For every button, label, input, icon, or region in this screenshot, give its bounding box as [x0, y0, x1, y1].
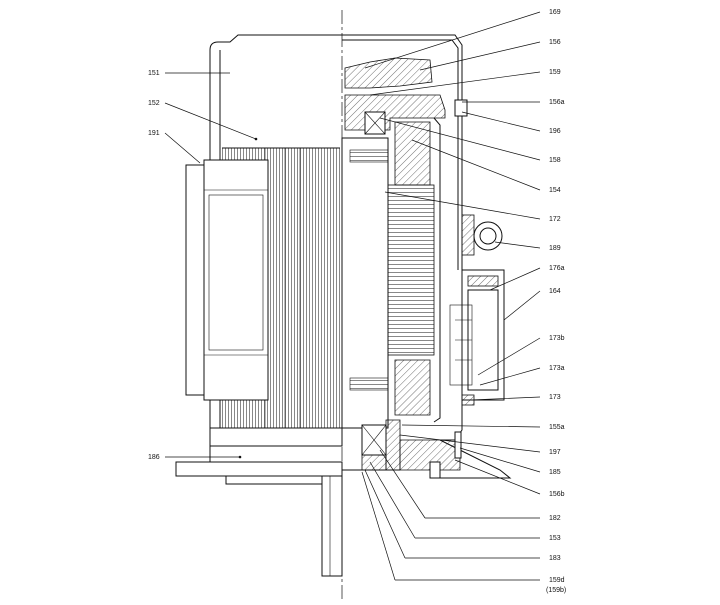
- label-182: 182: [549, 515, 561, 522]
- label-191: 191: [148, 130, 160, 137]
- label-159d: 159d: [549, 577, 565, 584]
- label-172: 172: [549, 216, 561, 223]
- label-189: 189: [549, 245, 561, 252]
- label-164: 164: [549, 288, 561, 295]
- label-156a: 156a: [549, 99, 565, 106]
- label-156: 156: [549, 39, 561, 46]
- label-158: 158: [549, 157, 561, 164]
- part-labels-left: 151 152 191 186: [148, 70, 160, 461]
- label-154: 154: [549, 187, 561, 194]
- motor-housing-exterior: [175, 34, 343, 577]
- label-159b: (159b): [546, 587, 566, 594]
- label-186: 186: [148, 454, 160, 461]
- label-185: 185: [549, 469, 561, 476]
- label-173a: 173a: [549, 365, 565, 372]
- label-151: 151: [148, 70, 160, 77]
- label-197: 197: [549, 449, 561, 456]
- label-159: 159: [549, 69, 561, 76]
- motor-section-interior: [341, 34, 512, 479]
- leader-lines-right: [361, 11, 541, 581]
- label-152: 152: [148, 100, 160, 107]
- label-173: 173: [549, 394, 561, 401]
- label-155a: 155a: [549, 424, 565, 431]
- part-labels-right: 169 156 159 156a 196 158 154 172 189 176…: [546, 9, 566, 594]
- label-183: 183: [549, 555, 561, 562]
- leader-lines-left: [164, 72, 258, 459]
- label-176a: 176a: [549, 265, 565, 272]
- label-153: 153: [549, 535, 561, 542]
- label-196: 196: [549, 128, 561, 135]
- label-173b: 173b: [549, 335, 565, 342]
- label-156b: 156b: [549, 491, 565, 498]
- label-169: 169: [549, 9, 561, 16]
